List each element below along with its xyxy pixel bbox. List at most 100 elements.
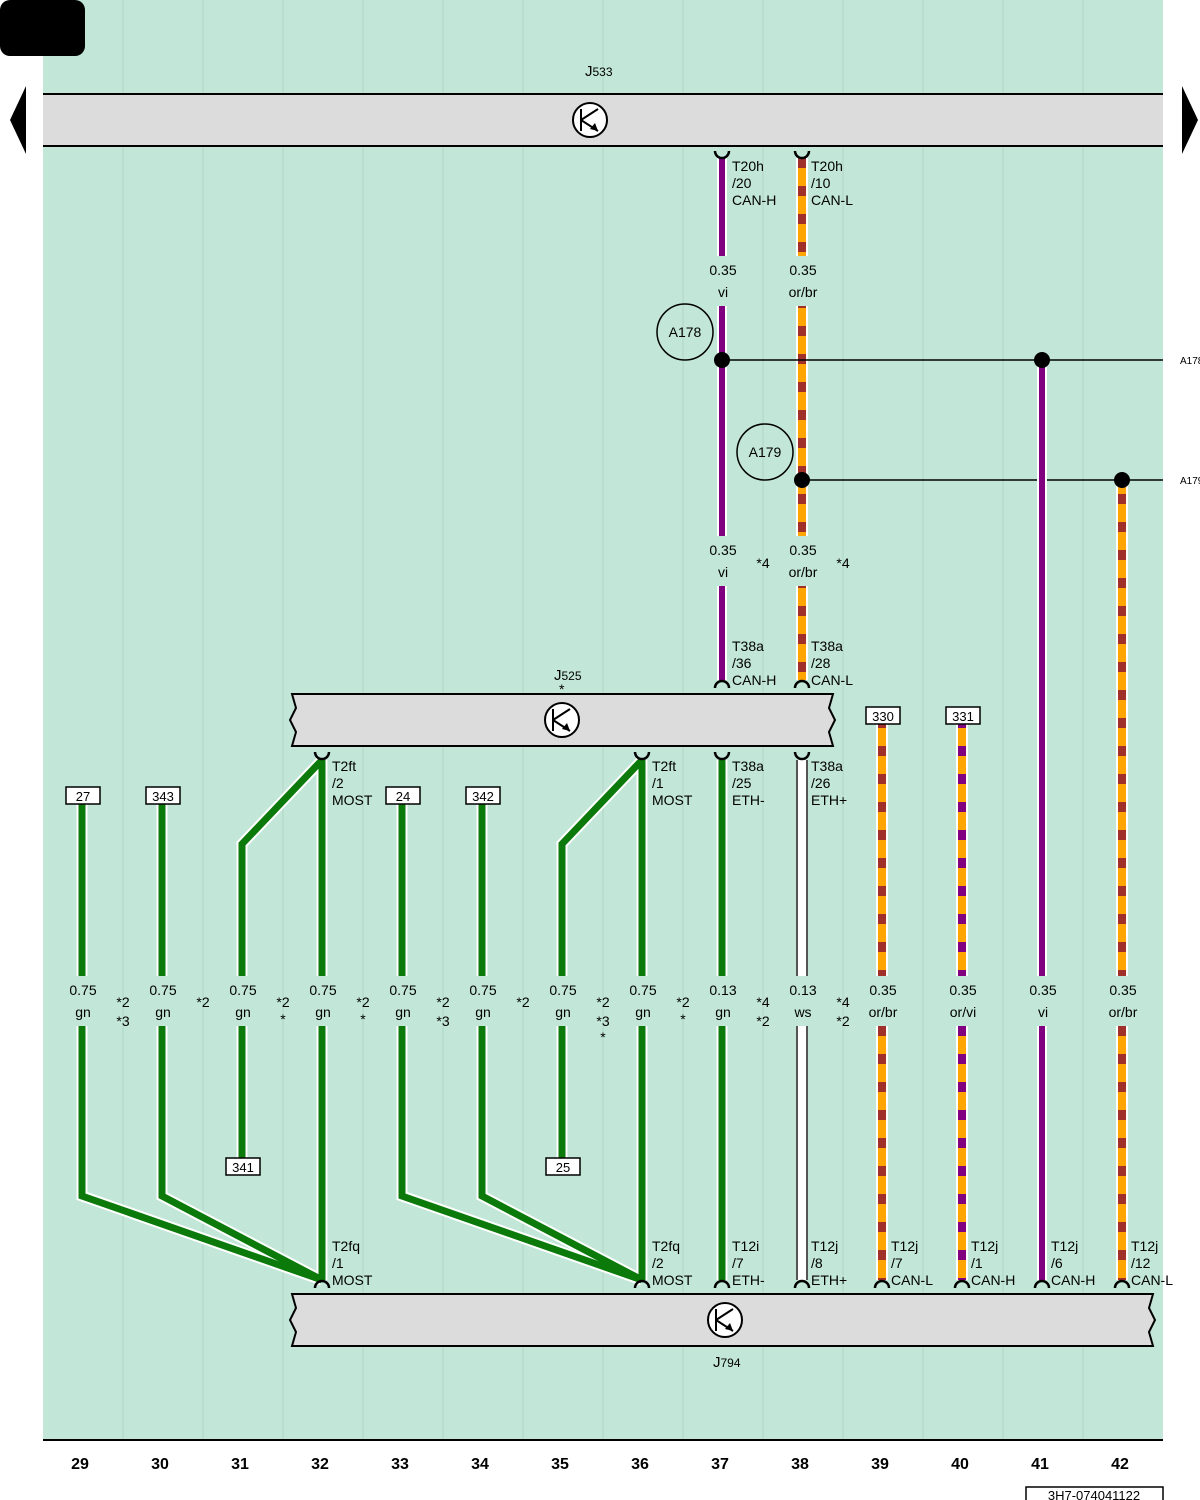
column-number: 40 [951,1456,969,1473]
wire-42[interactable] [1116,480,1128,1280]
ref-box-330[interactable]: 330 [865,706,901,725]
wire-33[interactable] [398,804,644,1284]
ref-box-341[interactable]: 341 [225,1157,261,1176]
control-unit-icon [544,702,580,738]
svg-text:27: 27 [76,789,90,804]
svg-text:vi: vi [718,284,728,300]
wire-35[interactable] [558,757,645,1158]
svg-text:/20: /20 [732,175,752,191]
ref-box-25[interactable]: 25 [545,1157,581,1176]
wire-40[interactable] [956,724,968,1280]
a179-edge-label: A179 [1180,476,1200,487]
wire-29[interactable] [78,804,324,1284]
svg-text:*2: *2 [436,994,449,1010]
svg-text:331: 331 [952,709,974,724]
wire-30[interactable] [158,804,324,1284]
ref-box-342[interactable]: 342 [465,786,501,805]
j525-note: * [559,681,565,697]
ref-box-331[interactable]: 331 [945,706,981,725]
svg-text:T38a: T38a [732,638,764,654]
svg-text:*2: *2 [756,1013,769,1029]
svg-text:*2: *2 [596,994,609,1010]
svg-text:CAN-H: CAN-H [732,192,776,208]
wire-34[interactable] [478,804,644,1284]
column-number: 34 [471,1456,489,1473]
component-j525[interactable] [288,693,837,747]
j794-label: J794 [713,1354,741,1371]
svg-text:A178: A178 [669,324,702,340]
ref-box-343[interactable]: 343 [145,786,181,805]
wire-39[interactable] [876,724,888,1280]
svg-text:ETH+: ETH+ [811,1272,847,1288]
connection-a178[interactable]: A178 [656,303,714,361]
column-number: 29 [71,1456,89,1473]
column-number: 39 [871,1456,889,1473]
note-31: *2* [276,994,289,1027]
svg-text:vi: vi [1038,1004,1048,1020]
ref-box-24[interactable]: 24 [385,786,421,805]
corner-tab [0,0,85,56]
svg-text:CAN-L: CAN-L [1131,1272,1173,1288]
svg-text:or/br: or/br [869,1004,898,1020]
svg-text:or/br: or/br [1109,1004,1138,1020]
pin-connectors [313,150,1131,1289]
wire-38[interactable] [796,760,808,1280]
note-38: *4*2 [836,994,849,1029]
arrow-left-icon[interactable] [10,86,26,154]
svg-text:gn: gn [315,1004,331,1020]
note-36: *2* [676,994,689,1027]
svg-text:or/br: or/br [789,564,818,580]
note-35: *2*3* [596,994,609,1045]
svg-text:MOST: MOST [332,792,373,808]
svg-text:3H7-074041122: 3H7-074041122 [1048,1488,1140,1500]
ref-box-27[interactable]: 27 [65,786,101,805]
connection-a179[interactable]: A179 [736,423,794,481]
component-j794[interactable] [288,1293,1157,1347]
svg-text:*2: *2 [276,994,289,1010]
svg-text:0.75: 0.75 [389,982,416,998]
svg-text:/2: /2 [332,775,344,791]
column-number: 31 [231,1456,249,1473]
svg-text:gn: gn [475,1004,491,1020]
svg-text:gn: gn [635,1004,651,1020]
svg-text:/25: /25 [732,775,752,791]
column-number: 41 [1031,1456,1049,1473]
svg-text:T12j: T12j [811,1238,838,1254]
svg-text:T38a: T38a [811,638,843,654]
arrow-right-icon[interactable] [1182,86,1198,154]
svg-text:*2: *2 [356,994,369,1010]
svg-text:25: 25 [556,1160,570,1175]
svg-text:/1: /1 [332,1255,344,1271]
footnote-markers: *4 *4 *2*3 *2 *2* *2* *2*3 *2 *2*3* *2* … [116,555,849,1045]
svg-text:*: * [600,1029,606,1045]
svg-text:gn: gn [155,1004,171,1020]
svg-text:/36: /36 [732,655,752,671]
svg-text:/8: /8 [811,1255,823,1271]
wire-38-top[interactable] [796,158,808,680]
svg-text:A179: A179 [749,444,782,460]
wire-label-36: 0.75 gn [629,982,656,1020]
svg-text:*: * [680,1011,686,1027]
wire-31[interactable] [238,757,325,1158]
column-number: 32 [311,1456,329,1473]
splice-dot [714,352,730,368]
svg-text:0.75: 0.75 [629,982,656,998]
component-j533[interactable] [43,93,1163,147]
svg-text:0.75: 0.75 [69,982,96,998]
svg-text:0.13: 0.13 [789,982,816,998]
svg-text:0.35: 0.35 [709,542,736,558]
